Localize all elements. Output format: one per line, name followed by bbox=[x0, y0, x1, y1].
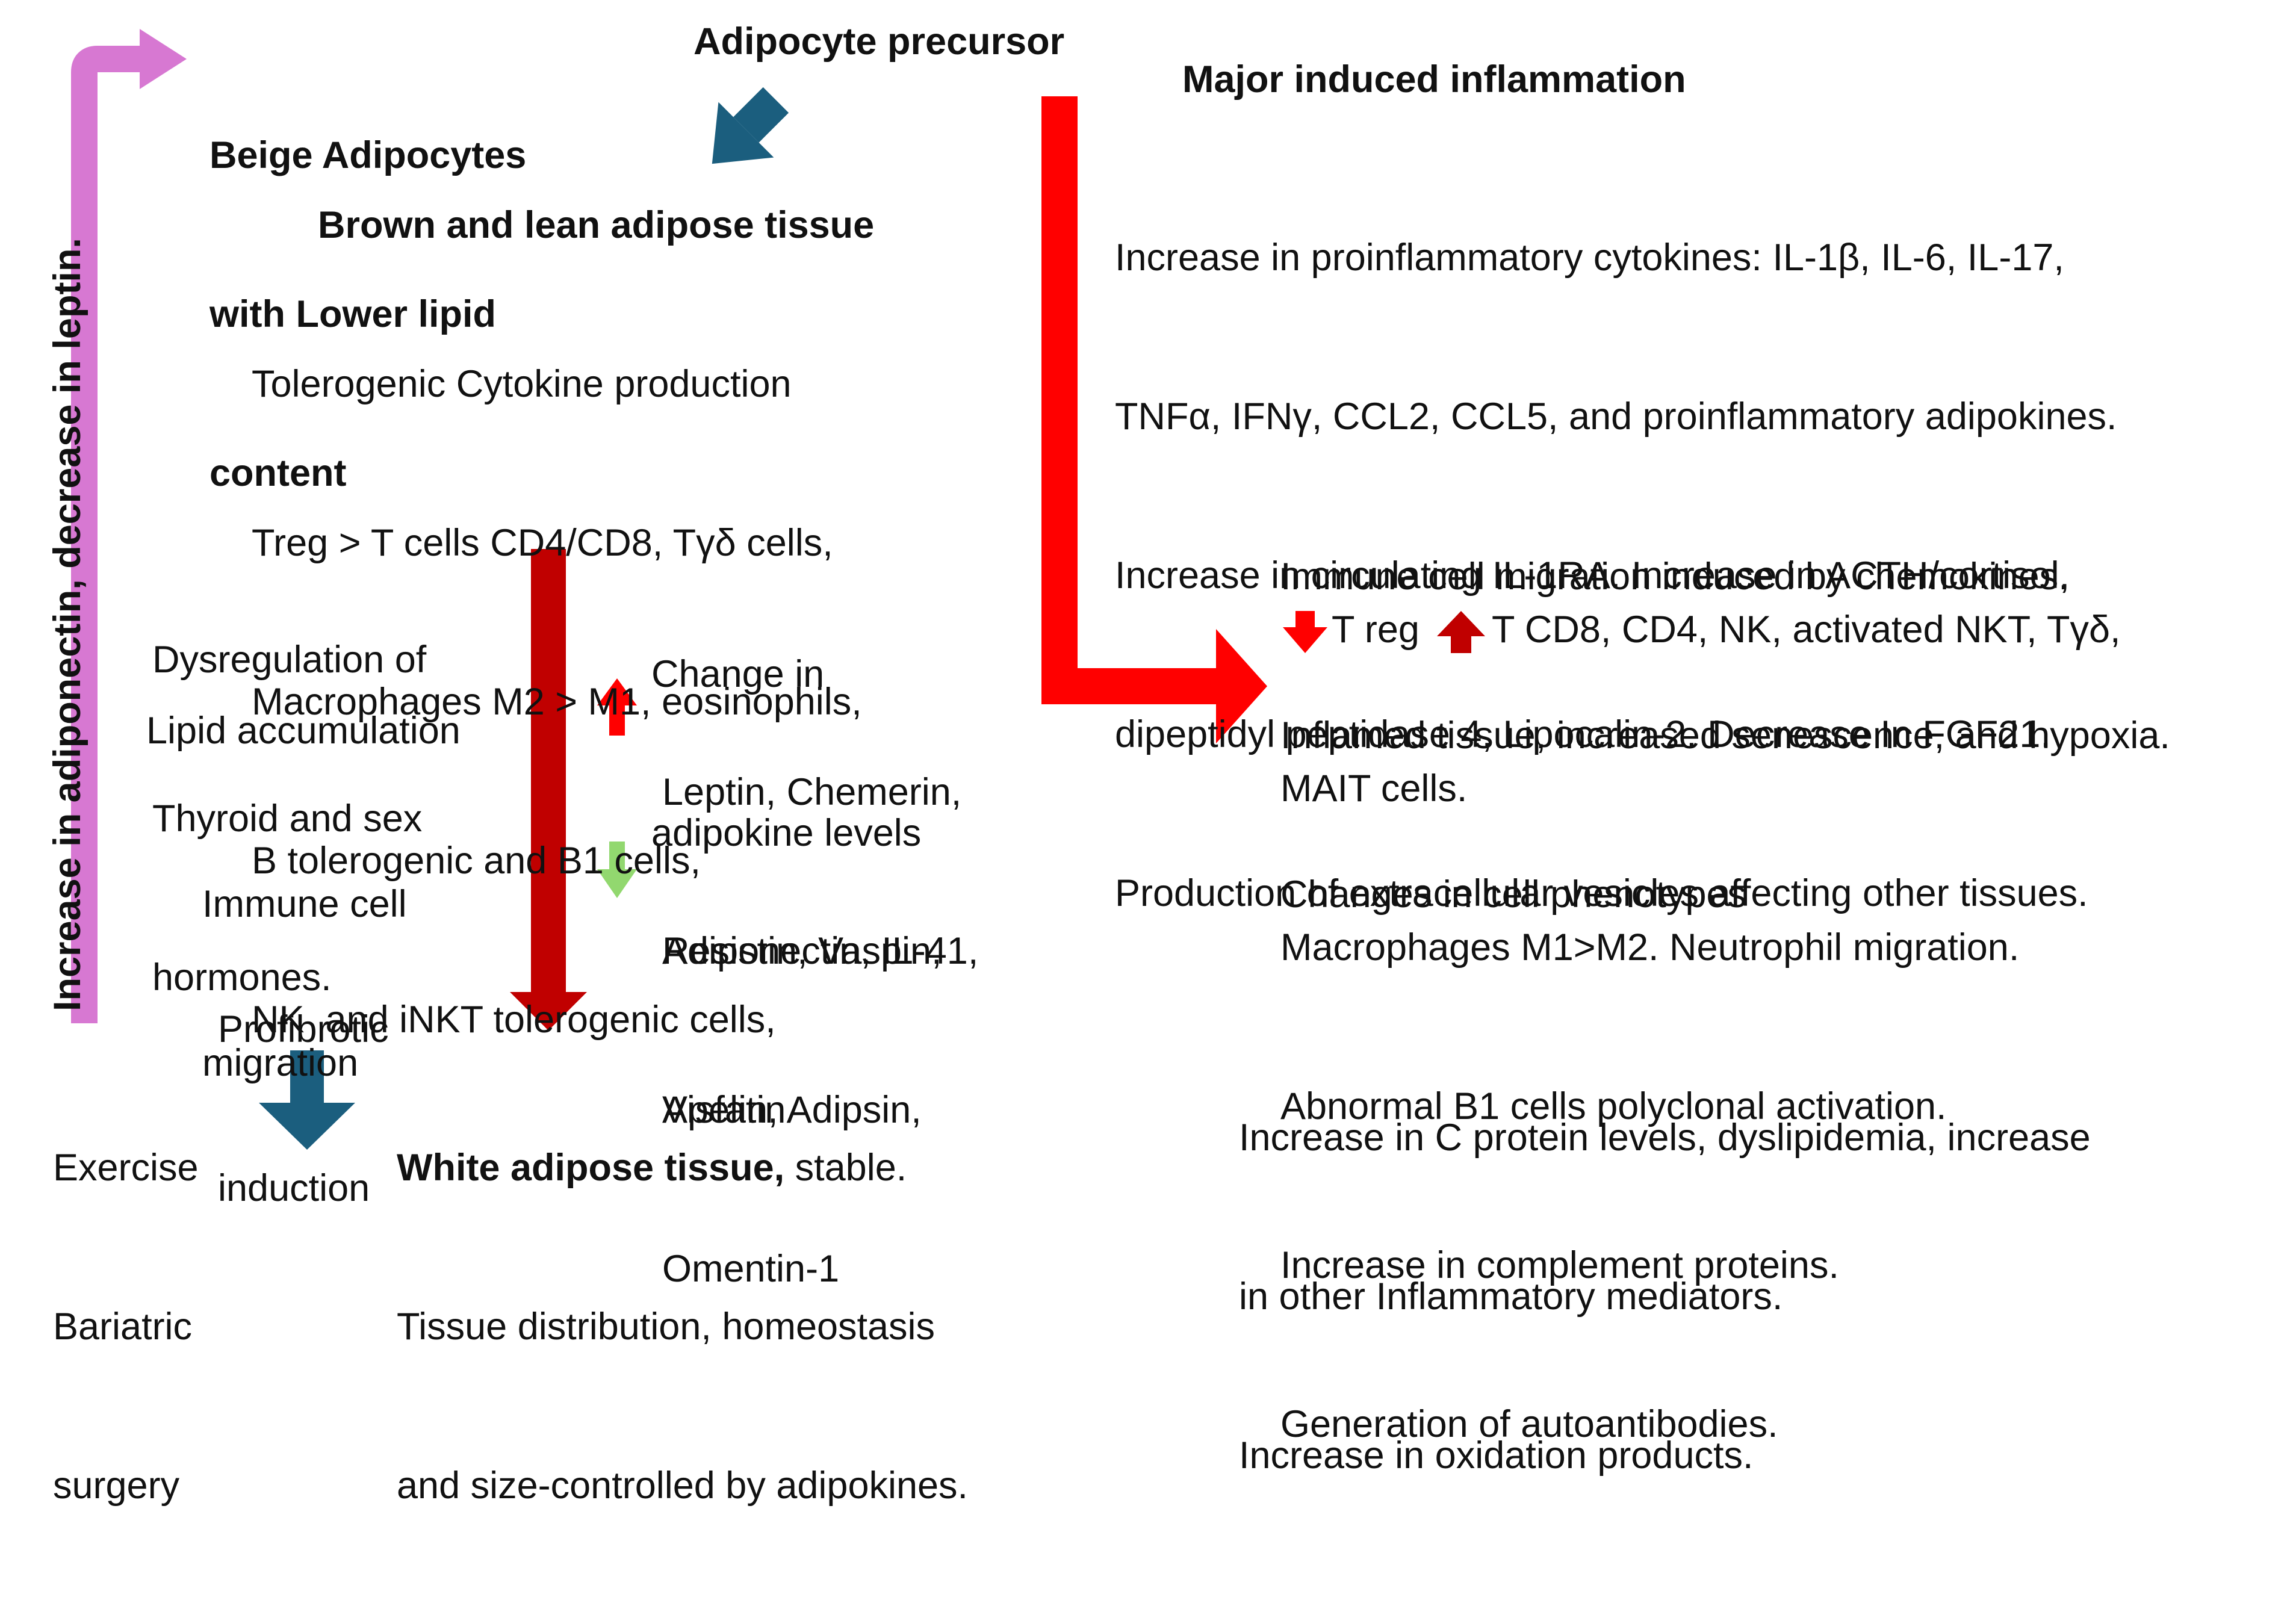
white-adipose-title: White adipose tissue, bbox=[397, 1147, 785, 1189]
intervention-line: Bariatric bbox=[53, 1306, 193, 1348]
immune-effects-line: Immune cell migration induced by chemoki… bbox=[1280, 556, 2069, 598]
adipokine-up-line: Leptin, Chemerin, bbox=[662, 771, 962, 813]
pink-up-right-arrow bbox=[71, 46, 140, 1023]
brown-lean-line: B tolerogenic and B1 cells, bbox=[252, 840, 701, 882]
pink-arrow-head bbox=[140, 29, 187, 89]
white-adipose-block: White adipose tissue, stable. Tissue dis… bbox=[397, 1035, 968, 1618]
profibrotic-block: Profibrotic induction bbox=[218, 897, 389, 1321]
dysregulation-block: Dysregulation of Thyroid and sex hormone… bbox=[152, 527, 426, 1110]
dark-red-down-arrow bbox=[510, 549, 587, 1031]
inflammation-line: Production of extracellular vesicles aff… bbox=[1115, 872, 2088, 914]
immune-migration-block: Immune cell migration bbox=[202, 772, 407, 1195]
blue-diagonal-arrow bbox=[712, 87, 789, 164]
beige-adipocytes-block: Beige Adipocytes with Lower lipid conten… bbox=[209, 23, 526, 606]
systemic-line: Increase in oxidation products. bbox=[1239, 1434, 1754, 1477]
white-adipose-line: and size-controlled by adipokines. bbox=[397, 1465, 969, 1507]
inflammation-line: Increase in circulating IL-1RA. Increase… bbox=[1115, 554, 2070, 597]
blue-down-arrow bbox=[259, 1050, 355, 1150]
white-adipose-title-line: White adipose tissue, stable. bbox=[397, 1141, 968, 1194]
adipokine-change-line: adipokine levels bbox=[651, 812, 922, 854]
immune-effects-line: Macrophages M1>M2. Neutrophil migration. bbox=[1280, 926, 2020, 969]
interventions-block: Exercise Bariatric surgery bbox=[53, 1035, 199, 1618]
beige-line: Beige Adipocytes bbox=[209, 134, 527, 176]
tcell-increase-label: T CD8, CD4, NK, activated NKT, Tγδ, bbox=[1492, 609, 2121, 651]
adipokine-down-line: Adiponectin, IL-41, bbox=[662, 930, 979, 972]
immune-effects-line: MAIT cells. bbox=[1280, 767, 1468, 810]
inflammation-line: Increase in proinflammatory cytokines: I… bbox=[1115, 237, 2064, 279]
adipose-tissue-diagram: Increase in adiponectin, decrease in lep… bbox=[46, 20, 2170, 1507]
adipokine-down-line: Apelin, Adipsin, bbox=[662, 1089, 922, 1131]
adipokine-up-arrow bbox=[597, 678, 637, 736]
white-adipose-title-rest: stable. bbox=[784, 1147, 907, 1189]
systemic-effects-block: Increase in C protein levels, dyslipidem… bbox=[1239, 1005, 2091, 1588]
immune-migration-line: migration bbox=[202, 1042, 359, 1084]
systemic-line: Increase in C protein levels, dyslipidem… bbox=[1239, 1117, 2091, 1159]
profibrotic-line: induction bbox=[218, 1167, 370, 1209]
vertical-label: Increase in adiponectin, decrease in lep… bbox=[46, 238, 88, 1011]
dysregulation-line: Thyroid and sex bbox=[152, 798, 423, 840]
immune-migration-line: Immune cell bbox=[202, 883, 407, 925]
adipocyte-precursor: Adipocyte precursor bbox=[693, 20, 1065, 63]
treg-label: T reg bbox=[1332, 609, 1419, 651]
major-inflammation-title: Major induced inflammation bbox=[1182, 58, 1686, 101]
profibrotic-line: Profibrotic bbox=[218, 1008, 389, 1050]
inflammation-line: dipeptidyl peptidase 4, Lipocalin-2. Dec… bbox=[1115, 713, 2051, 755]
dysregulation-line: hormones. bbox=[152, 956, 332, 999]
beige-line: with Lower lipid bbox=[209, 293, 496, 335]
intervention-line: Exercise bbox=[53, 1147, 199, 1189]
brown-lean-title: Brown and lean adipose tissue bbox=[318, 204, 875, 246]
red-l-arrow bbox=[1041, 96, 1267, 743]
immune-effects-line: Changes in cell phenotypes bbox=[1280, 873, 1747, 916]
systemic-line: in other Inflammatory mediators. bbox=[1239, 1275, 1783, 1318]
inflammation-line: TNFα, IFNγ, CCL2, CCL5, and proinflammat… bbox=[1115, 395, 2117, 438]
treg-down-arrow bbox=[1283, 611, 1327, 653]
intervention-line: surgery bbox=[53, 1465, 180, 1507]
brown-lean-line: Treg > T cells CD4/CD8, Tγδ cells, bbox=[252, 522, 833, 564]
brown-lean-line: Tolerogenic Cytokine production bbox=[252, 363, 792, 405]
brown-lean-line: Macrophages M2 > M1, eosinophils, bbox=[252, 681, 862, 723]
arrows-layer bbox=[71, 29, 1485, 1150]
lipid-accumulation: Lipid accumulation bbox=[146, 710, 461, 752]
brown-lean-list: Tolerogenic Cytokine production Treg > T… bbox=[252, 252, 862, 1152]
adipokine-up-block: Leptin, Chemerin, Resistin, Vaspin, Visf… bbox=[662, 660, 961, 1242]
white-adipose-line: Tissue distribution, homeostasis bbox=[397, 1306, 935, 1348]
adipokine-up-line: Resistin, Vaspin, bbox=[662, 930, 942, 972]
dysregulation-line: Dysregulation of bbox=[152, 639, 427, 681]
tcell-up-arrow bbox=[1437, 611, 1485, 653]
adipokine-change-line: Change in bbox=[651, 653, 825, 695]
immune-effects-line: Abnormal B1 cells polyclonal activation. bbox=[1280, 1085, 1947, 1127]
adipokine-change-block: Change in adipokine levels bbox=[651, 542, 921, 966]
beige-line: content bbox=[209, 452, 347, 494]
brown-lean-line: NK and iNKT tolerogenic cells, bbox=[252, 999, 776, 1041]
adipokine-down-arrow bbox=[597, 842, 637, 898]
immune-effects-line: Inflamed tissue, increased senescence, a… bbox=[1280, 714, 2170, 757]
immune-effects-top: Immune cell migration induced by chemoki… bbox=[1280, 444, 2170, 1027]
adipokine-up-line: Visfatin bbox=[662, 1089, 786, 1131]
major-inflammation-list: Increase in proinflammatory cytokines: I… bbox=[1115, 125, 2117, 1026]
